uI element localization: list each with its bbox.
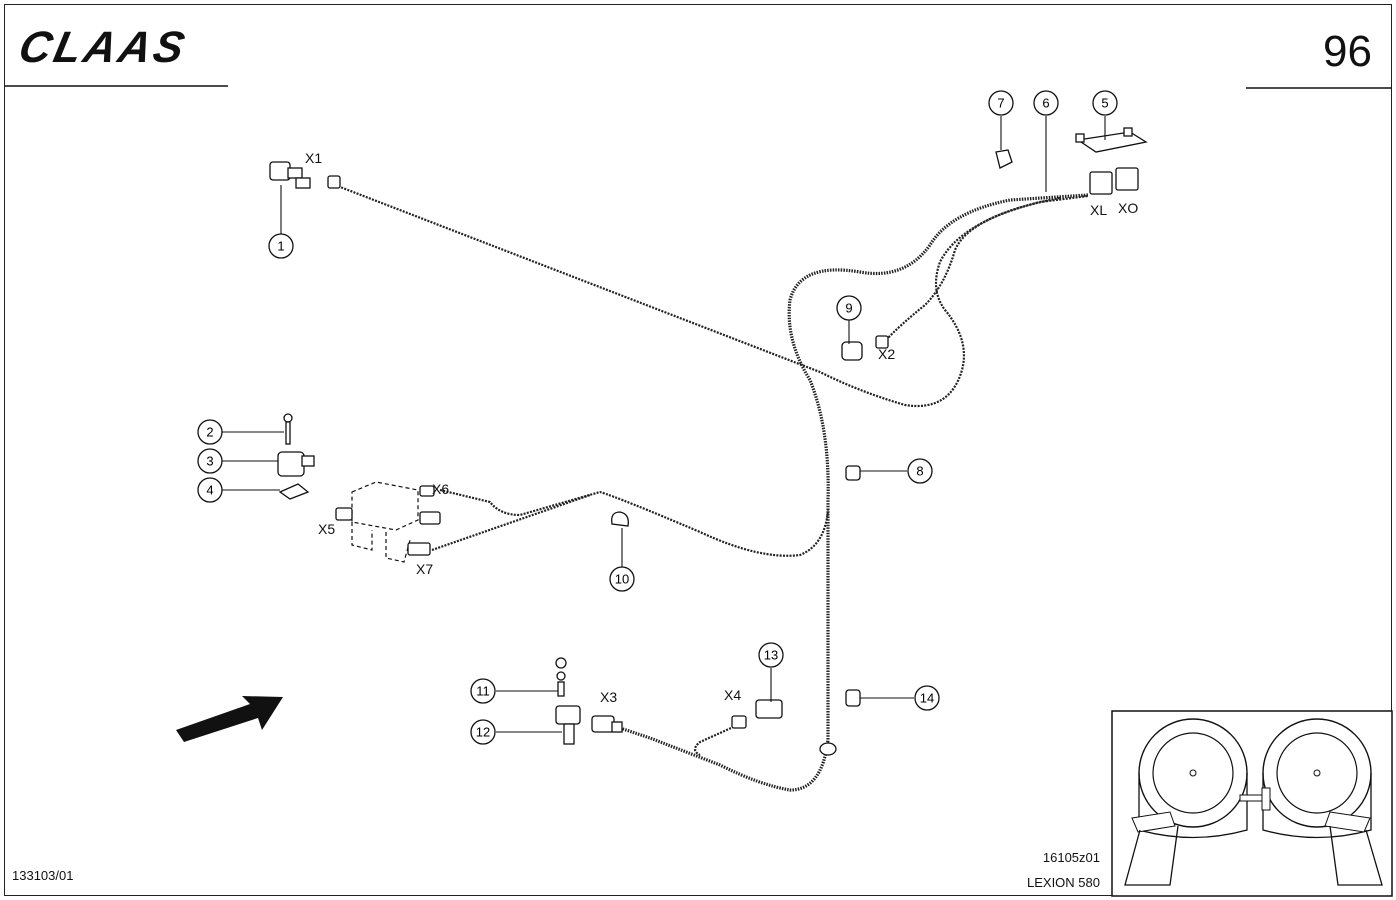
page-number: 96 [1323, 27, 1372, 76]
svg-text:11: 11 [476, 684, 490, 699]
svg-text:12: 12 [476, 725, 490, 740]
cable-x6 [439, 488, 830, 557]
svg-text:5: 5 [1101, 96, 1108, 111]
clip-14 [845, 689, 861, 707]
connector-label-x5: X5 [318, 521, 335, 537]
drawing-frame [4, 4, 1392, 896]
svg-text:14: 14 [920, 691, 934, 706]
svg-text:4: 4 [206, 483, 213, 498]
clip-8 [845, 465, 861, 481]
logo-text: CLAAS [15, 23, 192, 71]
callout-11: 11 [470, 678, 496, 704]
connector-label-x1: X1 [305, 150, 322, 166]
direction-arrow [176, 696, 283, 742]
cable-x4 [693, 722, 741, 756]
solenoid-coil [277, 451, 315, 477]
callout-1: 1 [268, 233, 294, 259]
callout-7: 7 [988, 90, 1014, 116]
callout-4: 4 [197, 477, 223, 503]
svg-text:7: 7 [997, 96, 1004, 111]
connector-label-xo: XO [1118, 200, 1138, 216]
connector-label-x6: X6 [432, 481, 449, 497]
connector-xl-xo [1089, 167, 1139, 195]
connector-label-x3: X3 [600, 689, 617, 705]
callout-6: 6 [1033, 90, 1059, 116]
gasket [278, 483, 310, 500]
connector-label-x4: X4 [724, 687, 741, 703]
callout-9: 9 [836, 295, 862, 321]
claas-logo: CLAAS [15, 23, 192, 71]
main-harness [619, 193, 1089, 792]
connector-label-x2: X2 [878, 346, 895, 362]
valve-block [335, 481, 441, 563]
callout-13: 13 [758, 642, 784, 668]
footer-code: 133103/01 [12, 868, 73, 883]
cable-clip-10 [611, 511, 629, 527]
speed-sensor-12 [555, 705, 581, 745]
connector-label-xl: XL [1090, 202, 1107, 218]
svg-text:8: 8 [916, 464, 923, 479]
sensor-x1 [269, 161, 341, 189]
nut-11 [555, 657, 567, 697]
callout-2: 2 [197, 419, 223, 445]
drawing-number: 16105z01 [1043, 850, 1100, 865]
svg-text:1: 1 [277, 239, 284, 254]
callout-5: 5 [1092, 90, 1118, 116]
grommet [819, 742, 837, 756]
callout-8: 8 [907, 458, 933, 484]
location-inset [1111, 710, 1393, 897]
svg-text:13: 13 [764, 648, 778, 663]
svg-text:9: 9 [845, 301, 852, 316]
callout-3: 3 [197, 448, 223, 474]
clip-7 [995, 149, 1013, 169]
callout-10: 10 [609, 566, 635, 592]
bracket-5 [1075, 127, 1148, 153]
cable-x1 [334, 183, 1089, 408]
svg-text:3: 3 [206, 454, 213, 469]
svg-text:2: 2 [206, 425, 213, 440]
cable-x7 [431, 493, 591, 552]
sensor-x2 [841, 335, 889, 361]
callout-14: 14 [914, 685, 940, 711]
svg-text:6: 6 [1042, 96, 1049, 111]
cable-x2 [883, 196, 1061, 343]
svg-text:10: 10 [615, 572, 629, 587]
callout-12: 12 [470, 719, 496, 745]
bolt [283, 413, 293, 445]
connector-x3 [591, 715, 623, 733]
connector-label-x7: X7 [416, 561, 433, 577]
model-name: LEXION 580 [1027, 875, 1100, 890]
sensor-13 [731, 699, 783, 729]
